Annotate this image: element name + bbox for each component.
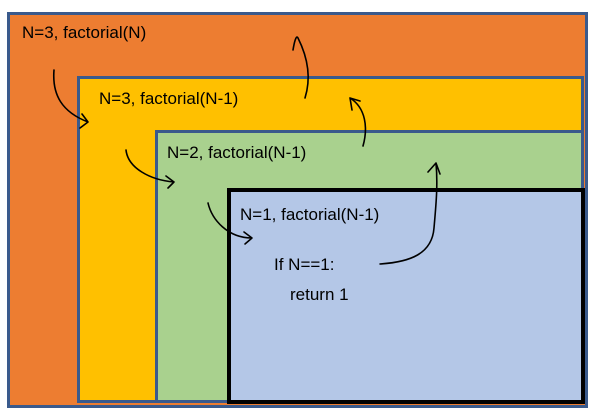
base-case-condition: If N==1: [274, 255, 335, 274]
frame-inner [227, 188, 585, 404]
frame-second-label: N=3, factorial(N-1) [99, 89, 239, 108]
frame-third-label: N=2, factorial(N-1) [167, 143, 307, 162]
frame-inner-label: N=1, factorial(N-1) [240, 205, 380, 224]
frame-outer-label: N=3, factorial(N) [22, 23, 147, 42]
base-case-return: return 1 [290, 285, 349, 304]
